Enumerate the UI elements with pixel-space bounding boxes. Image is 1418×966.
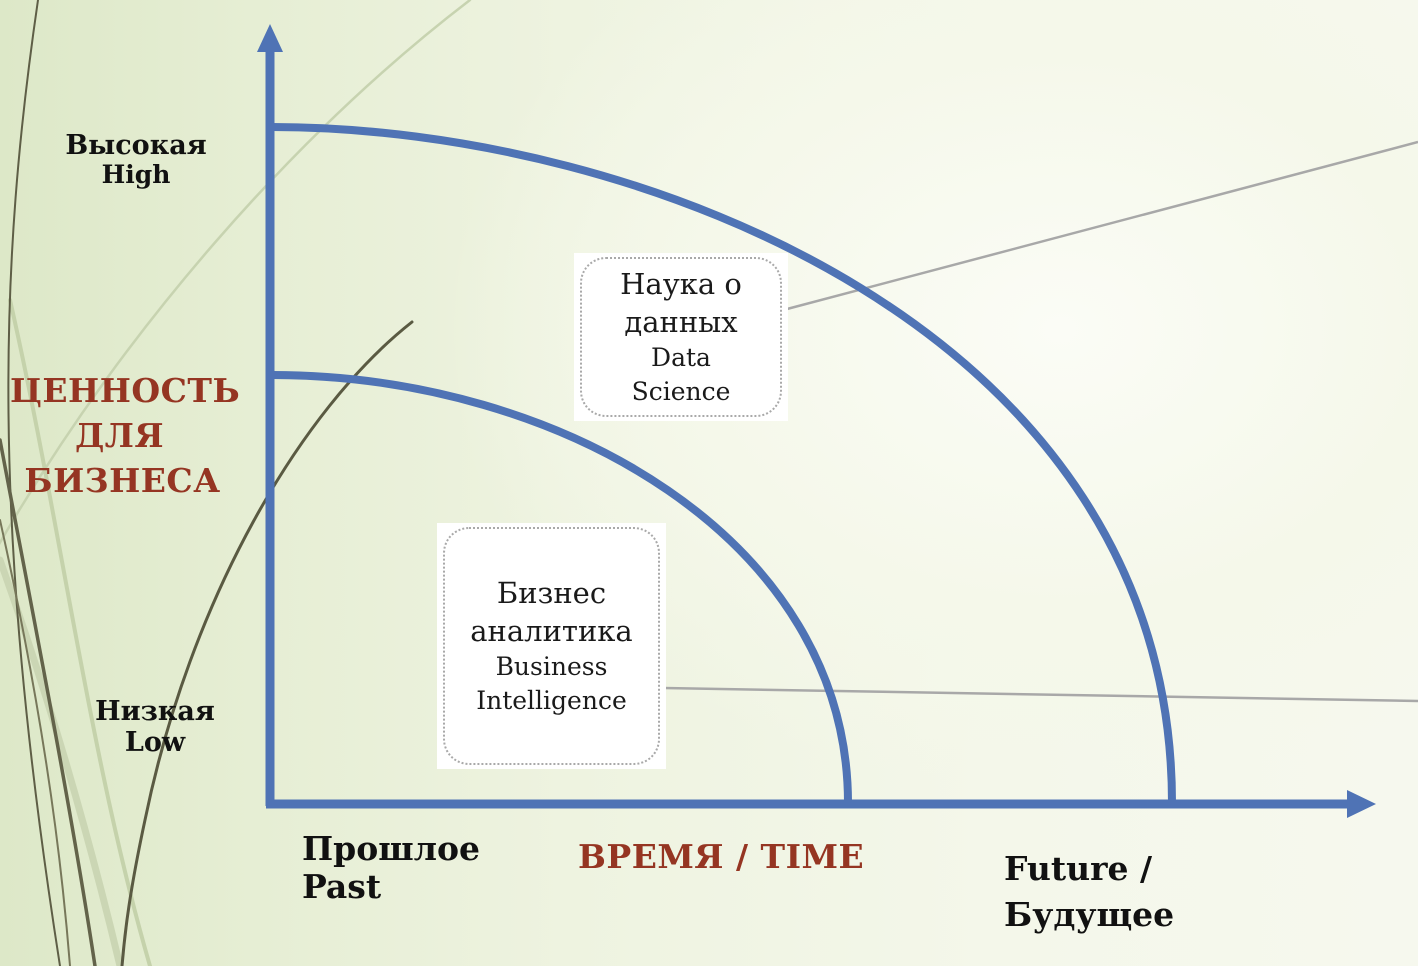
decor-dark-curve-1 [7, 0, 61, 966]
business-intelligence-ru-line-1: Бизнес [496, 576, 607, 610]
axes [257, 24, 1376, 818]
decor-dark-curve-4 [0, 519, 71, 966]
decor-dark-curve-2 [0, 438, 97, 966]
curves [268, 123, 1176, 807]
x-axis-title: ВРЕМЯ / TIME [578, 837, 865, 876]
y-axis-title-line-1: ЦЕННОСТЬ [10, 371, 241, 410]
decor-dark-curve-3 [120, 320, 414, 966]
x-future-label: Future / Будущее [1004, 846, 1174, 938]
y-high-ru: Высокая [65, 130, 207, 161]
y-axis-title-line-3: БИЗНЕСА [24, 461, 221, 500]
data-science-ru-line-2: данных [624, 305, 738, 339]
connector-data-science [786, 140, 1418, 311]
connector-business-intelligence [663, 686, 1418, 703]
data-science-curve [268, 123, 1176, 807]
x-future-en: Future / [1004, 849, 1153, 888]
decor-light-curve-2 [8, 298, 152, 966]
y-high-en: High [101, 160, 171, 190]
decor-light-curve-1 [0, 0, 472, 546]
connector-lines [663, 140, 1418, 703]
y-low-ru: Низкая [95, 696, 215, 727]
y-high-label: Высокая High [56, 130, 216, 190]
data-science-en-line-2: Science [631, 377, 731, 406]
background-decoration [0, 0, 472, 966]
y-low-en: Low [124, 727, 186, 759]
business-intelligence-box: Бизнес аналитика Business Intelligence [437, 523, 666, 769]
x-past-label: Прошлое Past [302, 830, 480, 906]
x-past-en: Past [302, 866, 382, 906]
x-axis-arrow-icon [1347, 790, 1376, 818]
x-past-ru: Прошлое [302, 829, 480, 868]
data-science-ru-line-1: Наука о [620, 267, 742, 301]
x-future-ru: Будущее [1004, 895, 1175, 935]
business-intelligence-ru-line-2: аналитика [470, 614, 633, 648]
y-low-label: Низкая Low [75, 696, 235, 758]
y-axis-title-line-2: ДЛЯ [74, 416, 165, 455]
business-intelligence-curve [268, 371, 852, 807]
y-axis-title: ЦЕННОСТЬ ДЛЯ БИЗНЕСА [10, 368, 241, 503]
y-axis-arrow-icon [257, 24, 283, 52]
data-science-en-line-1: Data [651, 343, 711, 372]
business-intelligence-en-line-2: Intelligence [476, 686, 627, 715]
data-science-box: Наука о данных Data Science [574, 253, 788, 421]
business-intelligence-en-line-1: Business [495, 652, 608, 681]
